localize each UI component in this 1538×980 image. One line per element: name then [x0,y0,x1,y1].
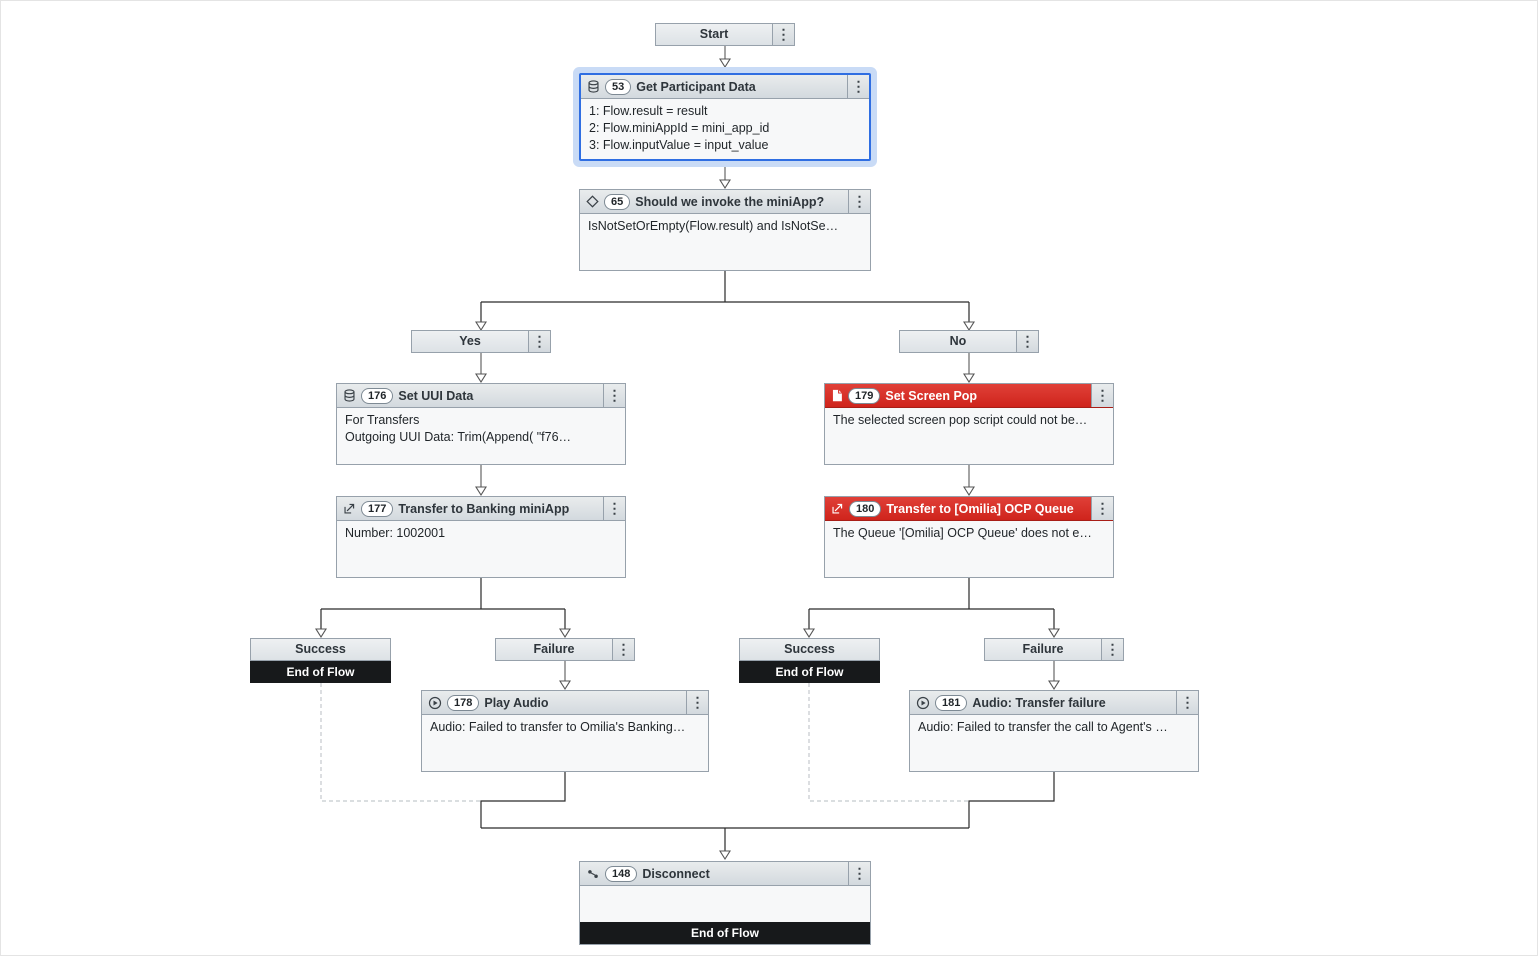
node-audio-transfer-failure[interactable]: 181 Audio: Transfer failure ⋮ Audio: Fai… [909,690,1199,772]
database-icon [587,80,600,93]
start-node[interactable]: Start ⋮ [655,23,795,46]
node-header: 179 Set Screen Pop ⋮ [825,384,1113,408]
node-should-we-invoke-miniapp[interactable]: 65 Should we invoke the miniApp? ⋮ IsNot… [579,189,871,271]
end-of-flow-terminator: End of Flow [739,661,880,683]
node-title: Set UUI Data [398,388,474,403]
node-title: Audio: Transfer failure [972,695,1106,710]
node-header: 178 Play Audio ⋮ [422,691,708,715]
node-id-badge: 179 [848,387,881,404]
play-icon [916,696,930,710]
node-body-line: Audio: Failed to transfer to Omilia's Ba… [430,720,686,734]
node-body [580,886,870,894]
database-icon [343,389,356,402]
disconnect-icon [586,867,600,881]
kebab-menu-button[interactable]: ⋮ [847,75,869,98]
node-body-line: 1: Flow.result = result [589,104,708,118]
branch-label: Yes [459,334,481,348]
node-body-line: 2: Flow.miniAppId = mini_app_id [589,121,770,135]
node-body: For Transfers Outgoing UUI Data: Trim(Ap… [337,408,625,450]
branch-success-right[interactable]: Success [739,638,880,661]
decision-icon [586,195,599,208]
node-title: Play Audio [484,695,549,710]
kebab-menu-button[interactable]: ⋮ [612,639,634,660]
kebab-menu-button[interactable]: ⋮ [848,190,870,213]
kebab-menu-button[interactable]: ⋮ [686,691,708,714]
transfer-icon [343,502,356,515]
node-body-line: Outgoing UUI Data: Trim(Append( "f76… [345,430,572,444]
end-of-flow-terminator: End of Flow [580,922,870,944]
branch-label: Failure [533,642,575,656]
node-body: IsNotSetOrEmpty(Flow.result) and IsNotSe… [580,214,870,239]
node-play-audio[interactable]: 178 Play Audio ⋮ Audio: Failed to transf… [421,690,709,772]
document-icon [831,389,843,402]
node-set-uui-data[interactable]: 176 Set UUI Data ⋮ For Transfers Outgoin… [336,383,626,465]
node-body-line: The Queue '[Omilia] OCP Queue' does not … [833,526,1092,540]
kebab-menu-button[interactable]: ⋮ [603,384,625,407]
node-header: 181 Audio: Transfer failure ⋮ [910,691,1198,715]
node-body: Audio: Failed to transfer to Omilia's Ba… [422,715,708,740]
node-body-line: The selected screen pop script could not… [833,413,1088,427]
node-id-badge: 181 [935,694,968,711]
node-body-line: 3: Flow.inputValue = input_value [589,138,769,152]
node-id-badge: 178 [447,694,480,711]
kebab-menu-button[interactable]: ⋮ [1091,384,1113,407]
node-header: 177 Transfer to Banking miniApp ⋮ [337,497,625,521]
node-body: The selected screen pop script could not… [825,408,1113,433]
node-header: 53 Get Participant Data ⋮ [581,75,869,99]
node-set-screen-pop[interactable]: 179 Set Screen Pop ⋮ The selected screen… [824,383,1114,465]
kebab-menu-button[interactable]: ⋮ [848,862,870,885]
node-get-participant-data[interactable]: 53 Get Participant Data ⋮ 1: Flow.result… [579,73,871,161]
node-body: The Queue '[Omilia] OCP Queue' does not … [825,521,1113,546]
kebab-menu-button[interactable]: ⋮ [1016,331,1038,352]
transfer-icon [831,502,844,515]
branch-success-left[interactable]: Success [250,638,391,661]
node-body-line: Number: 1002001 [345,526,446,540]
node-id-badge: 177 [361,500,394,517]
node-id-badge: 53 [605,78,632,95]
start-label: Start [699,27,729,41]
node-title: Set Screen Pop [885,388,978,403]
branch-label: Success [295,642,346,656]
node-transfer-to-banking-miniapp[interactable]: 177 Transfer to Banking miniApp ⋮ Number… [336,496,626,578]
node-id-badge: 148 [605,865,638,882]
node-title: Should we invoke the miniApp? [635,194,825,209]
play-icon [428,696,442,710]
node-transfer-to-omilia-ocp-queue[interactable]: 180 Transfer to [Omilia] OCP Queue ⋮ The… [824,496,1114,578]
node-header: 180 Transfer to [Omilia] OCP Queue ⋮ [825,497,1113,521]
node-title: Transfer to Banking miniApp [398,501,570,516]
branch-failure-left[interactable]: Failure ⋮ [495,638,635,661]
node-id-badge: 176 [361,387,394,404]
node-header: 148 Disconnect ⋮ [580,862,870,886]
branch-label: Success [784,642,835,656]
kebab-menu-button[interactable]: ⋮ [1176,691,1198,714]
node-title: Get Participant Data [636,79,756,94]
kebab-menu-button[interactable]: ⋮ [528,331,550,352]
branch-failure-right[interactable]: Failure ⋮ [984,638,1124,661]
node-body-line: Audio: Failed to transfer the call to Ag… [918,720,1168,734]
node-header: 176 Set UUI Data ⋮ [337,384,625,408]
kebab-menu-button[interactable]: ⋮ [1101,639,1123,660]
node-id-badge: 65 [604,193,631,210]
branch-label: Failure [1022,642,1064,656]
node-body-line: For Transfers [345,413,420,427]
branch-label: No [949,334,967,348]
kebab-menu-button[interactable]: ⋮ [1091,497,1113,520]
node-id-badge: 180 [849,500,882,517]
branch-no[interactable]: No ⋮ [899,330,1039,353]
node-title: Transfer to [Omilia] OCP Queue [886,501,1074,516]
node-disconnect[interactable]: 148 Disconnect ⋮ End of Flow [579,861,871,945]
node-body: Audio: Failed to transfer the call to Ag… [910,715,1198,740]
node-body: 1: Flow.result = result 2: Flow.miniAppI… [581,99,869,158]
branch-yes[interactable]: Yes ⋮ [411,330,551,353]
kebab-menu-button[interactable]: ⋮ [603,497,625,520]
flow-canvas: Start ⋮ 53 Get Participant Data ⋮ 1: Flo… [0,0,1538,956]
node-title: Disconnect [642,866,710,881]
node-header: 65 Should we invoke the miniApp? ⋮ [580,190,870,214]
end-of-flow-terminator: End of Flow [250,661,391,683]
node-body-line: IsNotSetOrEmpty(Flow.result) and IsNotSe… [588,219,839,233]
kebab-menu-button[interactable]: ⋮ [772,24,794,45]
node-body: Number: 1002001 [337,521,625,546]
